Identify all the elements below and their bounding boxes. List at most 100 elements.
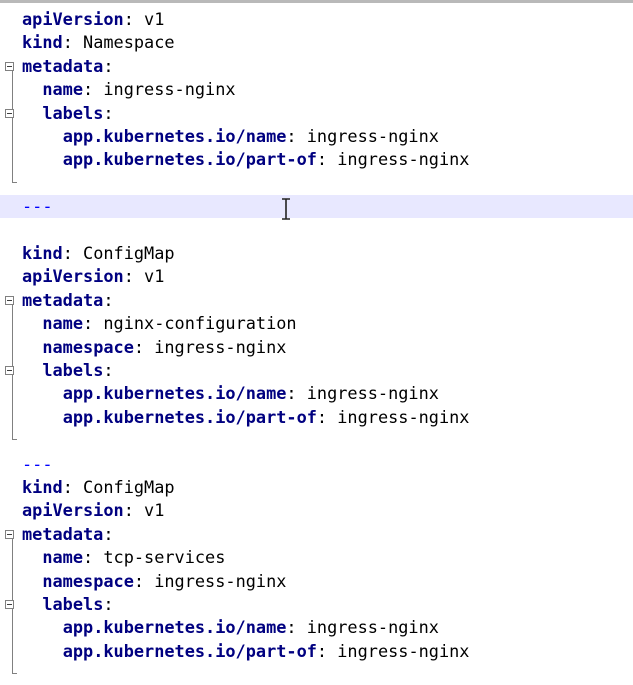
code-line[interactable]: name: nginx-configuration — [0, 312, 633, 335]
code-line[interactable]: labels: — [0, 102, 633, 125]
code-line[interactable]: apiVersion: v1 — [0, 8, 633, 31]
fold-toggle-icon[interactable] — [5, 295, 14, 305]
yaml-value: ingress-nginx — [327, 406, 470, 427]
yaml-key: labels — [42, 102, 104, 123]
code-line[interactable]: app.kubernetes.io/name: ingress-nginx — [0, 125, 633, 148]
code-line[interactable]: name: tcp-services — [0, 546, 633, 569]
code-line[interactable]: metadata: — [0, 55, 633, 78]
indent — [22, 547, 42, 567]
yaml-key: apiVersion — [22, 9, 124, 29]
code-line[interactable]: name: ingress-nginx — [0, 78, 633, 101]
yaml-colon: : — [83, 313, 94, 334]
yaml-key: app.kubernetes.io/name — [62, 617, 287, 638]
yaml-key: metadata — [22, 55, 104, 76]
code-line[interactable]: metadata: — [0, 289, 633, 312]
fold-toggle-icon[interactable] — [5, 600, 14, 609]
fold-guide — [12, 609, 13, 674]
yaml-colon: : — [316, 149, 328, 170]
yaml-key: apiVersion — [22, 500, 124, 521]
indent — [22, 79, 42, 99]
yaml-value: ConfigMap — [72, 477, 175, 497]
code-line[interactable] — [0, 172, 633, 195]
yaml-key: metadata — [22, 523, 104, 544]
yaml-value: ingress-nginx — [144, 336, 287, 357]
indent — [22, 149, 63, 169]
yaml-value: v1 — [133, 9, 165, 29]
yaml-key: name — [42, 547, 84, 568]
yaml-value: tcp-services — [93, 547, 226, 568]
yaml-colon: : — [103, 360, 114, 380]
yaml-colon: : — [123, 266, 134, 287]
yaml-value: ingress-nginx — [93, 79, 236, 100]
yaml-key: app.kubernetes.io/part-of — [62, 149, 317, 170]
fold-toggle-icon[interactable] — [5, 61, 14, 71]
yaml-key: metadata — [22, 289, 104, 310]
code-line[interactable]: kind: ConfigMap — [0, 242, 633, 265]
code-line[interactable]: app.kubernetes.io/name: ingress-nginx — [0, 382, 633, 405]
code-line[interactable]: apiVersion: v1 — [0, 499, 633, 522]
indent — [22, 383, 63, 403]
yaml-key: kind — [22, 477, 63, 497]
yaml-colon: : — [133, 336, 145, 357]
fold-end-marker — [12, 673, 17, 675]
fold-toggle-icon[interactable] — [5, 108, 14, 118]
indent — [22, 407, 63, 427]
yaml-key: app.kubernetes.io/name — [62, 383, 287, 404]
fold-end-marker — [12, 181, 17, 183]
fold-toggle-icon[interactable] — [5, 529, 14, 539]
yaml-colon: : — [316, 640, 328, 661]
yaml-value: nginx-configuration — [93, 313, 297, 334]
code-line[interactable]: app.kubernetes.io/part-of: ingress-nginx — [0, 406, 633, 429]
yaml-colon: : — [133, 570, 145, 591]
code-line[interactable] — [0, 219, 633, 242]
indent — [22, 126, 63, 146]
indent — [22, 360, 42, 380]
yaml-value: ingress-nginx — [296, 126, 439, 146]
indent — [22, 641, 63, 661]
code-line[interactable]: namespace: ingress-nginx — [0, 570, 633, 593]
indent — [22, 313, 42, 333]
yaml-value: ingress-nginx — [327, 149, 470, 170]
yaml-colon: : — [103, 55, 114, 76]
yaml-colon: : — [103, 102, 114, 123]
code-line[interactable]: labels: — [0, 359, 633, 382]
yaml-colon: : — [103, 289, 114, 310]
yaml-key: namespace — [42, 336, 134, 357]
indent — [22, 594, 42, 614]
yaml-colon: : — [83, 547, 94, 568]
yaml-colon: : — [103, 523, 114, 544]
yaml-key: app.kubernetes.io/name — [62, 126, 287, 146]
code-line[interactable]: labels: — [0, 593, 633, 616]
code-line[interactable]: apiVersion: v1 — [0, 265, 633, 288]
code-line[interactable]: --- — [0, 195, 633, 219]
yaml-key: namespace — [42, 570, 134, 591]
code-line[interactable]: app.kubernetes.io/part-of: ingress-nginx — [0, 640, 633, 663]
yaml-colon: : — [103, 594, 114, 614]
yaml-value: ingress-nginx — [144, 570, 287, 591]
code-line[interactable]: app.kubernetes.io/part-of: ingress-nginx — [0, 148, 633, 171]
yaml-value: v1 — [133, 266, 165, 287]
code-line[interactable]: namespace: ingress-nginx — [0, 336, 633, 359]
yaml-key: labels — [42, 360, 104, 380]
yaml-value: v1 — [133, 500, 165, 521]
yaml-colon: : — [62, 477, 73, 497]
yaml-colon: : — [316, 406, 328, 427]
code-line[interactable] — [0, 429, 633, 452]
document-separator: --- — [22, 453, 53, 474]
fold-toggle-icon[interactable] — [5, 366, 14, 375]
code-line[interactable]: kind: Namespace — [0, 31, 633, 54]
code-line[interactable]: metadata: — [0, 523, 633, 546]
yaml-colon: : — [62, 32, 73, 53]
yaml-value: ingress-nginx — [296, 383, 439, 404]
yaml-key: name — [42, 79, 84, 100]
yaml-value: Namespace — [72, 32, 175, 53]
code-line[interactable]: app.kubernetes.io/name: ingress-nginx — [0, 616, 633, 639]
yaml-key: app.kubernetes.io/part-of — [62, 406, 317, 427]
yaml-value: ingress-nginx — [296, 617, 439, 638]
code-line[interactable]: kind: ConfigMap — [0, 476, 633, 499]
text-cursor-icon — [282, 198, 290, 220]
code-line[interactable]: --- — [0, 453, 633, 476]
yaml-key: name — [42, 313, 84, 334]
